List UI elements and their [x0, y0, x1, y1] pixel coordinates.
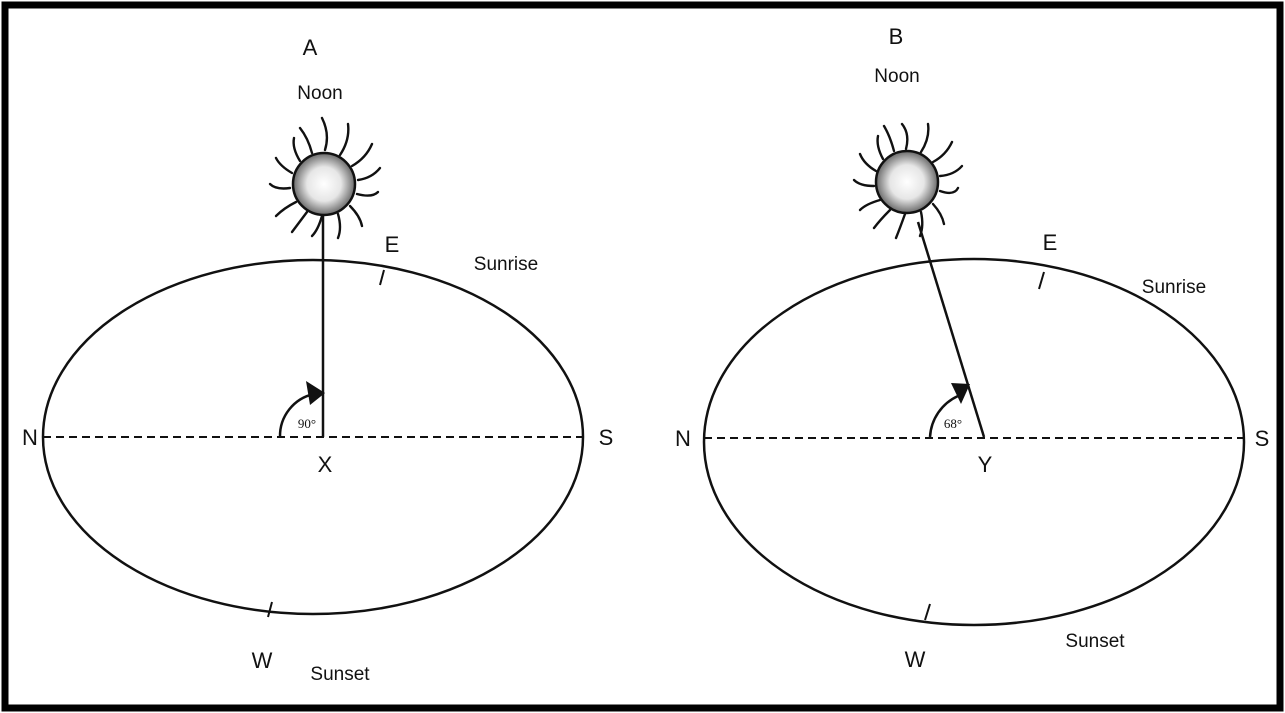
noon-label-b: Noon	[874, 66, 919, 87]
angle-arrow-icon	[278, 381, 325, 438]
north-label-a: N	[22, 425, 38, 450]
east-tick-a	[379, 269, 385, 286]
west-label-a: W	[252, 648, 273, 673]
sun-icon	[268, 116, 382, 240]
south-label-b: S	[1255, 426, 1270, 451]
angle-label-b: 68°	[944, 416, 962, 431]
west-tick-a	[267, 601, 273, 618]
east-label-a: E	[385, 232, 400, 257]
sunset-label-b: Sunset	[1065, 631, 1125, 652]
panel-title-a: A	[303, 35, 318, 60]
horizon-ellipse-b	[702, 257, 1246, 627]
east-tick-b	[1038, 271, 1045, 290]
west-tick-b	[924, 603, 931, 621]
point-label-a: X	[318, 452, 333, 477]
noon-label-a: Noon	[297, 83, 342, 104]
angle-label-a: 90°	[298, 416, 316, 431]
sunset-label-a: Sunset	[310, 664, 370, 685]
panel-title-b: B	[889, 24, 904, 49]
north-label-b: N	[675, 426, 691, 451]
south-label-a: S	[599, 425, 614, 450]
west-label-b: W	[905, 647, 926, 672]
sunrise-label-b: Sunrise	[1142, 277, 1206, 298]
angle-arrow-icon	[928, 383, 970, 438]
panel-a: A Noon E Sunrise N S X 90° W Sunset	[22, 35, 613, 685]
sun-icon	[852, 122, 964, 240]
panel-b: B Noon E Sunrise N S Y 68° W Sunset	[675, 24, 1269, 672]
point-label-b: Y	[978, 452, 993, 477]
sunrise-label-a: Sunrise	[474, 254, 538, 275]
sun-ray-line-b	[916, 221, 986, 438]
east-label-b: E	[1043, 230, 1058, 255]
